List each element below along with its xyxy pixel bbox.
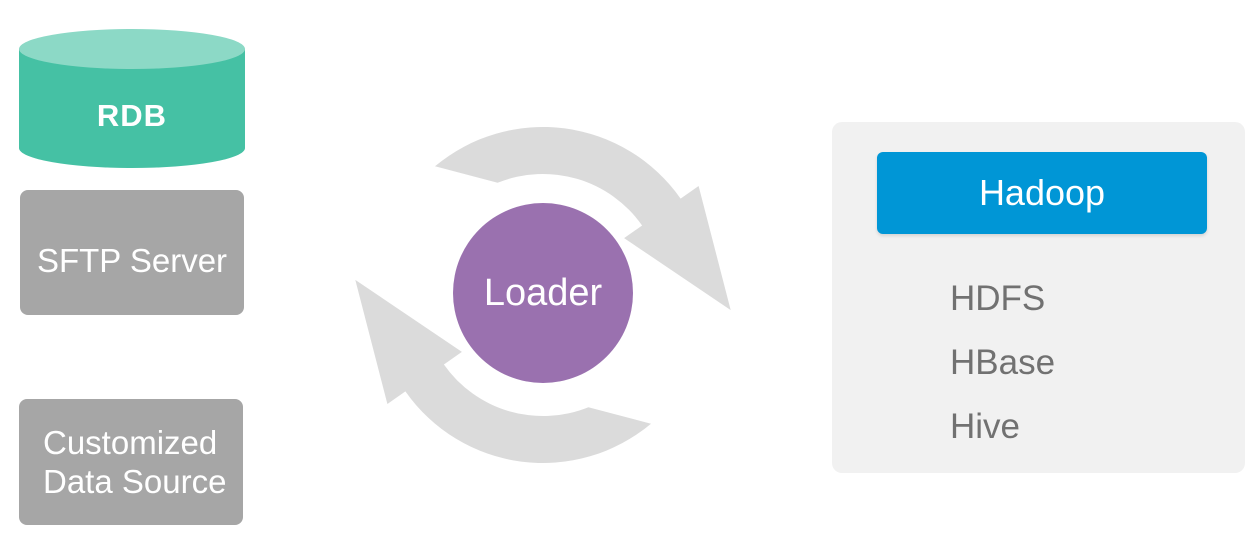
sftp-server-label: SFTP Server — [36, 241, 228, 279]
sync-arrow-bottom-icon — [355, 279, 651, 464]
hadoop-service-list: HDFS HBase Hive — [950, 267, 1230, 459]
list-item-hbase: HBase — [950, 343, 1056, 382]
customized-data-source-box: Customized Data Source — [19, 399, 243, 525]
loader-circle: Loader — [453, 203, 633, 383]
sftp-server-box: SFTP Server — [20, 190, 244, 315]
list-item-hive: Hive — [950, 407, 1021, 446]
hadoop-header: Hadoop — [877, 152, 1207, 234]
database-cylinder-top — [19, 29, 245, 69]
loader-label: Loader — [483, 271, 603, 314]
rdb-label: RDB — [96, 97, 168, 133]
customized-data-source-label: Customized Data Source — [43, 424, 227, 500]
list-item-hdfs: HDFS — [950, 279, 1046, 318]
hadoop-header-label: Hadoop — [978, 172, 1106, 213]
sync-arrow-top-icon — [435, 126, 731, 311]
